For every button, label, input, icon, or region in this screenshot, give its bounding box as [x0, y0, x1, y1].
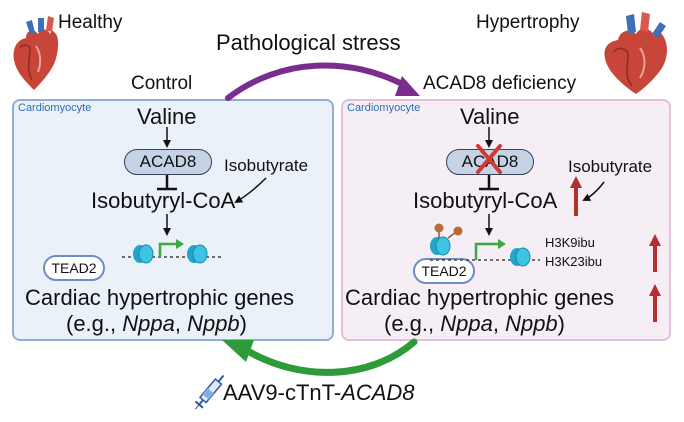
promoter-arrow-left [158, 242, 178, 257]
valine-label-left: Valine [137, 104, 197, 129]
gene-examples-left: (e.g., Nppa, Nppb) [66, 311, 247, 336]
nucleosome-right-2 [510, 247, 531, 267]
pathological-stress-label: Pathological stress [216, 30, 401, 55]
rescue-arrow [222, 338, 418, 376]
acad8-enzyme-left: ACAD8 [124, 149, 212, 175]
hypertrophic-genes-label-left: Cardiac hypertrophic genes [25, 285, 295, 310]
nucleosome-right-1 [430, 236, 451, 256]
acad8-deficiency-label: ACAD8 deficiency [423, 73, 577, 94]
left-pathway [122, 127, 267, 264]
isobutyrate-up-arrow-icon [570, 176, 582, 216]
control-cardiomyocyte-panel [12, 99, 334, 341]
control-label: Control [131, 73, 193, 94]
gene-examples-right: (e.g., Nppa, Nppb) [384, 311, 565, 336]
healthy-heart-icon [13, 16, 59, 90]
isobutyrate-arrow-right [582, 181, 605, 201]
histone-mark-up-arrow-icon [649, 234, 661, 272]
tead2-left: TEAD2 [43, 255, 105, 281]
acad8-enzyme-right: ACAD8 [446, 149, 534, 175]
ibu-modification-icon [434, 223, 463, 239]
isobutyryl-coa-label-right: Isobutyryl-CoA [413, 188, 558, 213]
hypertrophy-label: Hypertrophy [476, 12, 580, 33]
treatment-label: AAV9-cTnT-ACAD8 [223, 380, 415, 405]
acad8-deleted-cross-icon [476, 144, 502, 174]
cardiomyocyte-label-left: Cardiomyocyte [18, 102, 92, 114]
gene-expression-up-arrow-icon [649, 284, 661, 322]
nucleosome-left-2 [187, 244, 208, 264]
hypertrophy-heart-icon [604, 12, 667, 94]
cardiomyocyte-label-right: Cardiomyocyte [347, 102, 421, 114]
isobutyrate-arrow-left [234, 177, 267, 204]
syringe-icon [194, 374, 225, 410]
h3k9ibu-label: H3K9ibu [545, 235, 595, 250]
nucleosome-left-1 [133, 244, 154, 264]
valine-label-right: Valine [460, 104, 520, 129]
tead2-right: TEAD2 [413, 258, 475, 284]
isobutyrate-label-left: Isobutyrate [224, 156, 309, 175]
promoter-arrow-right [474, 242, 500, 260]
right-pathway [430, 127, 661, 322]
isobutyrate-label-right: Isobutyrate [568, 157, 653, 176]
pathological-stress-arrow [225, 62, 420, 101]
isobutyryl-coa-label-left: Isobutyryl-CoA [91, 188, 236, 213]
hypertrophic-genes-label-right: Cardiac hypertrophic genes [345, 285, 615, 310]
healthy-label: Healthy [58, 12, 123, 33]
h3k23ibu-label: H3K23ibu [545, 254, 603, 269]
deficiency-cardiomyocyte-panel [341, 99, 671, 341]
